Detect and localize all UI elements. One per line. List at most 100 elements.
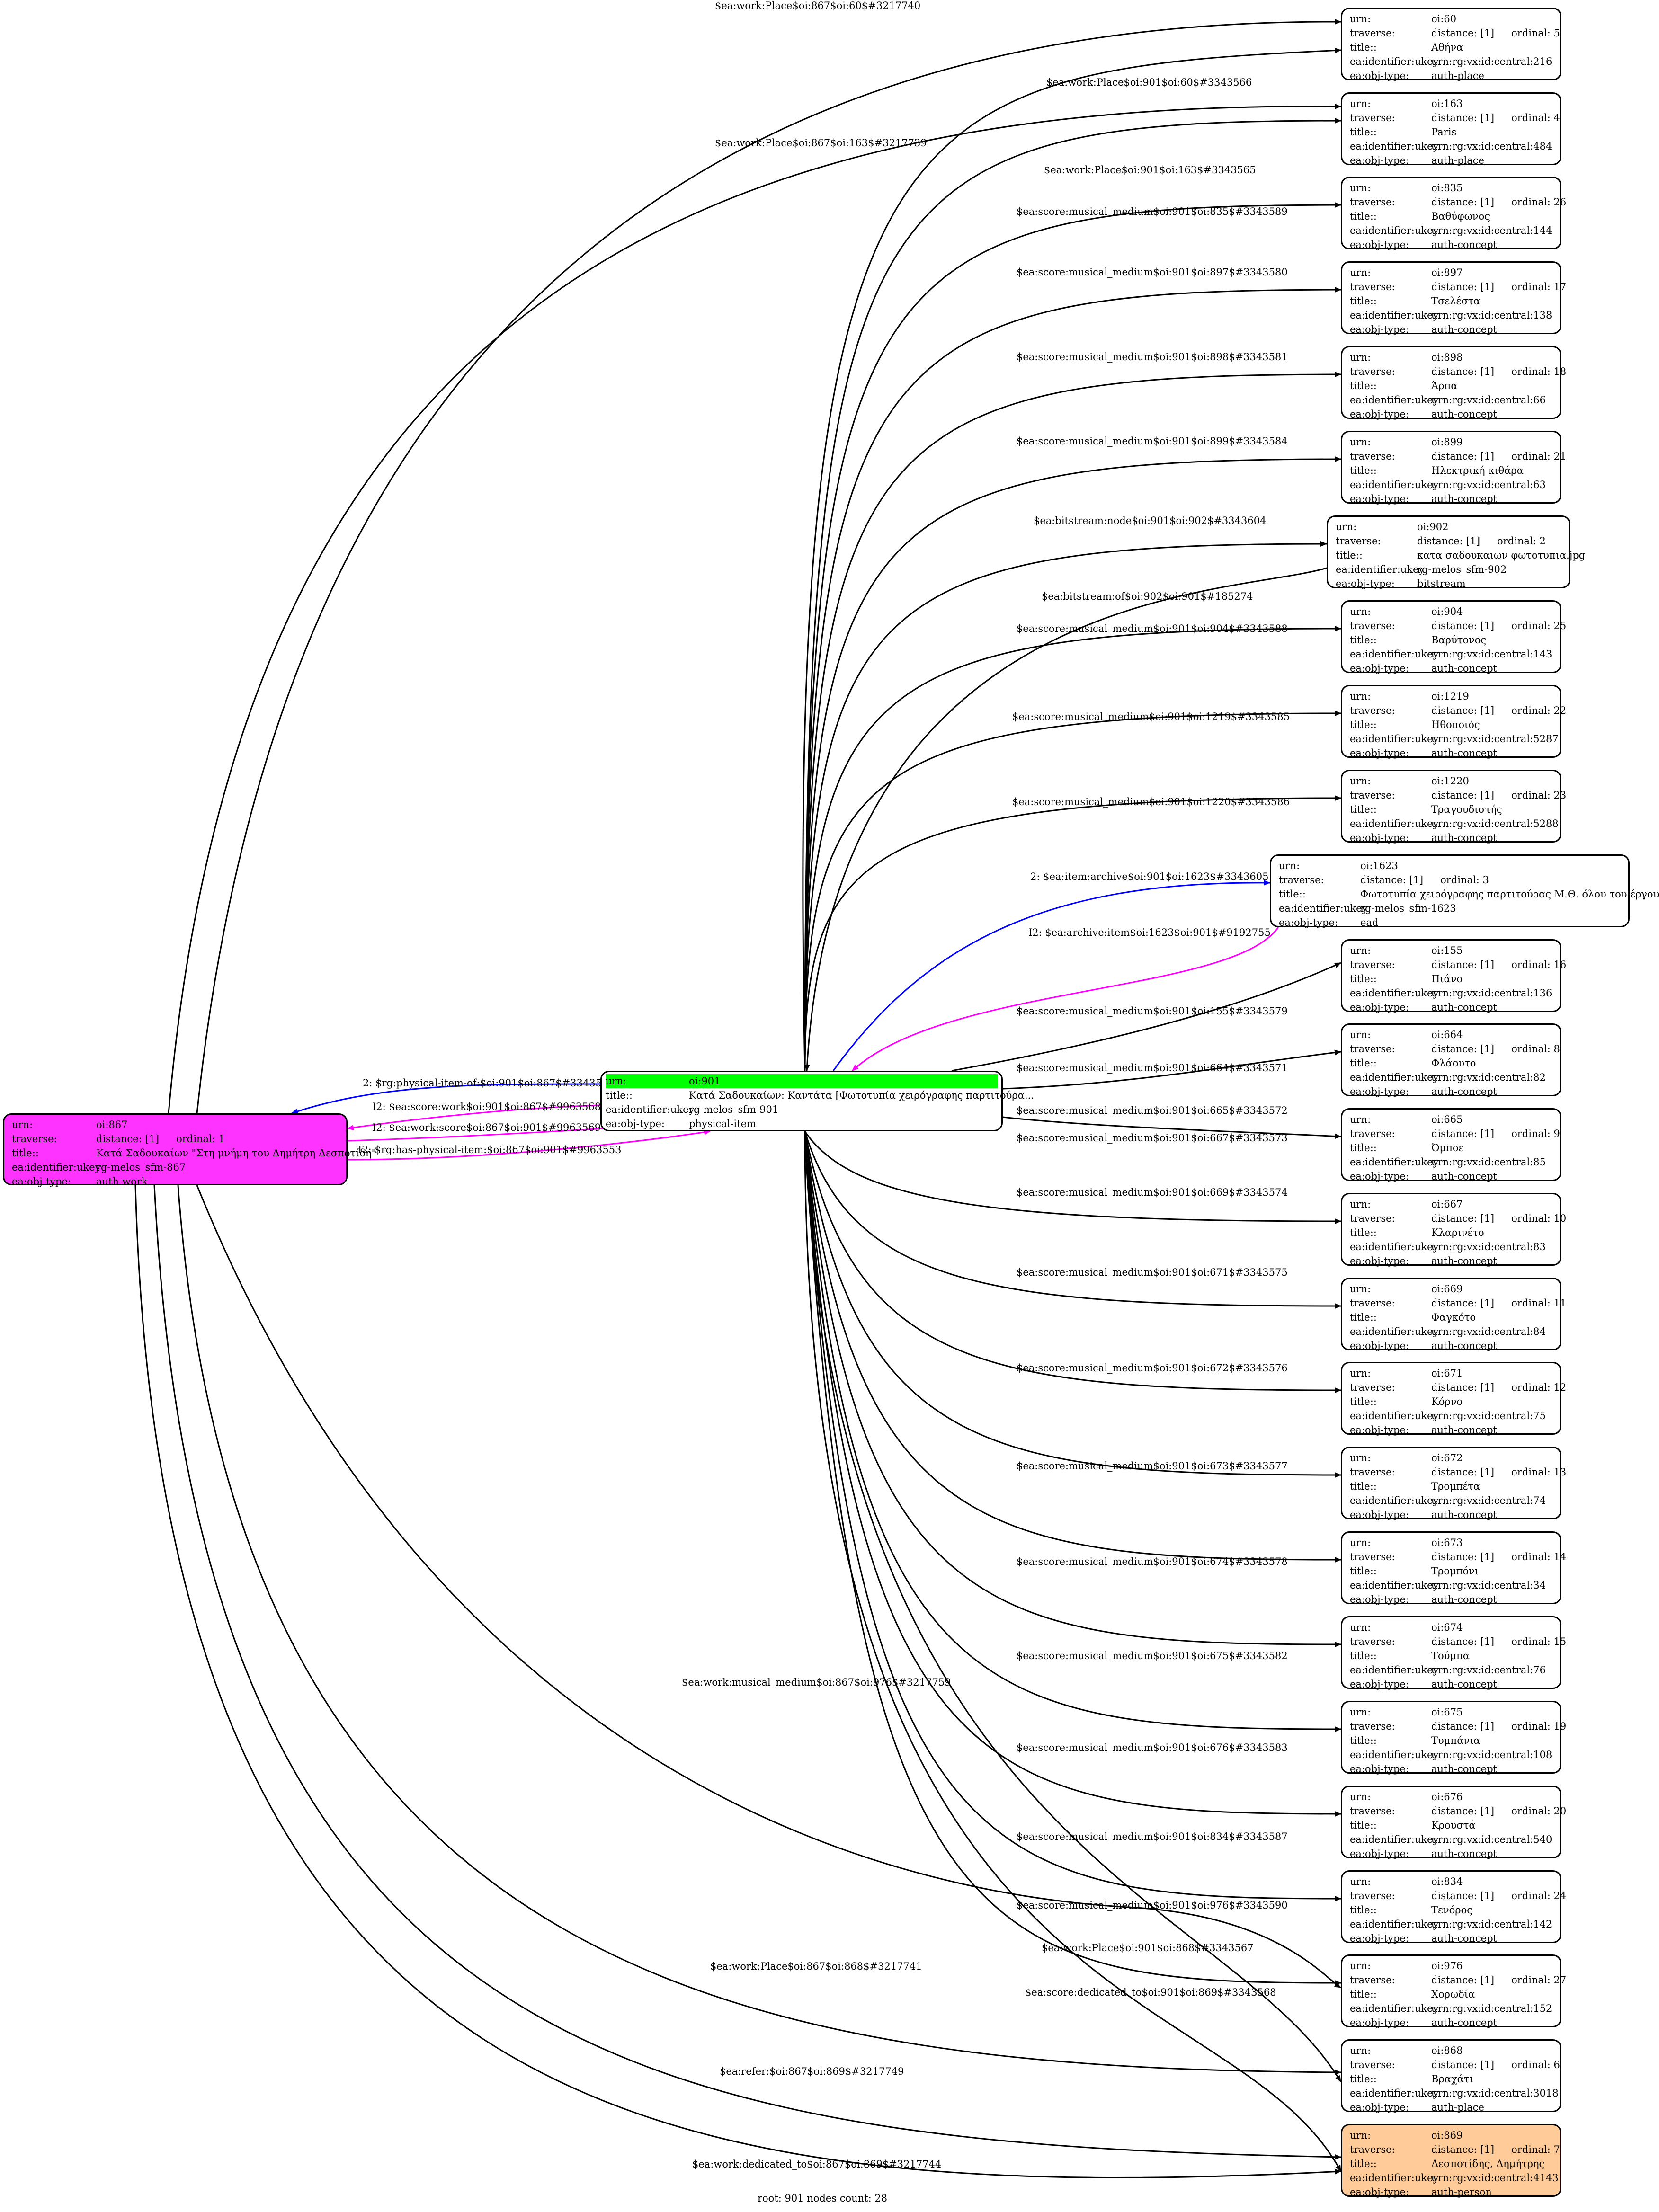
field-value: auth-concept	[1431, 832, 1498, 844]
field-label: ea:identifier:ukey	[1350, 479, 1439, 490]
field-label: title::	[1350, 2073, 1377, 2085]
main-node-oi-901[interactable]: urn:oi:901 title::Κατά Σαδουκαίων: Καντά…	[600, 1071, 1034, 1131]
field-label: ea:identifier:ukey	[1350, 1410, 1439, 1421]
field-label: urn:	[1350, 691, 1371, 702]
field-label: traverse:	[1350, 1382, 1395, 1393]
field-label: ea:identifier:ukey	[1336, 564, 1425, 575]
field-label: ea:identifier:ukey	[1350, 1834, 1439, 1845]
field-label: ea:identifier:ukey	[1350, 1156, 1439, 1168]
field-value: oi:867	[96, 1119, 128, 1130]
field-value: bitstream	[1417, 578, 1466, 589]
field-value: oi:835	[1431, 182, 1463, 194]
edge-main-to-6	[804, 541, 1327, 1071]
field-value: distance: [1]ordinal: 11	[1431, 1297, 1567, 1309]
field-value: distance: [1]ordinal: 16	[1431, 959, 1567, 970]
edge-label: $ea:score:musical_medium$oi:901$oi:667$#…	[1017, 1132, 1288, 1144]
field-value: Ηθοποιός	[1431, 719, 1480, 730]
edge-label: I2: $ea:work:score$oi:867$oi:901$#996356…	[372, 1122, 601, 1133]
edge-label: $ea:work:Place$oi:867$oi:163$#3217739	[715, 137, 927, 149]
field-label: ea:obj-type:	[1350, 663, 1409, 674]
field-label: title::	[1350, 1142, 1377, 1154]
edge-root-to-60	[196, 18, 1341, 1114]
field-label: title::	[1350, 973, 1377, 985]
field-label: ea:identifier:ukey	[12, 1162, 101, 1173]
field-value: urn:rg:vx:id:central:152	[1431, 2003, 1552, 2014]
field-value: urn:rg:vx:id:central:143	[1431, 648, 1552, 660]
field-value: auth-concept	[1431, 1594, 1498, 1605]
field-label: urn:	[1350, 1876, 1371, 1887]
edge-1623-to-main	[851, 927, 1279, 1072]
field-value: Φωτοτυπία χειρόγραφης παρτιτούρας Μ.Θ. ό…	[1360, 888, 1659, 900]
field-value: oi:976	[1431, 1960, 1463, 1972]
field-label: traverse:	[1350, 1721, 1395, 1732]
field-label: urn:	[1350, 1706, 1371, 1718]
field-label: traverse:	[12, 1133, 57, 1145]
root-node-oi-867[interactable]: urn:oi:867 traverse:distance: [1]ordinal…	[3, 1113, 376, 1187]
field-label: ea:obj-type:	[1350, 409, 1409, 420]
field-value: oi:1219	[1431, 691, 1469, 702]
field-value: Τενόρος	[1431, 1904, 1473, 1916]
field-label: title::	[1350, 2158, 1377, 2169]
field-label: ea:identifier:ukey	[1350, 648, 1439, 660]
edge-main-to-1623	[832, 879, 1270, 1071]
field-value: urn:rg:vx:id:central:76	[1431, 1664, 1546, 1676]
field-label: title::	[1350, 1989, 1377, 2000]
field-value: urn:rg:vx:id:central:5288	[1431, 818, 1559, 829]
field-value: oi:673	[1431, 1537, 1463, 1548]
field-value: auth-place	[1431, 155, 1484, 166]
field-label: title::	[1350, 465, 1377, 476]
field-label: title::	[1350, 42, 1377, 53]
edge-label: $ea:score:musical_medium$oi:901$oi:835$#…	[1017, 206, 1288, 217]
field-label: urn:	[1350, 1791, 1371, 1803]
field-label: ea:obj-type:	[1350, 1002, 1409, 1013]
field-label: title::	[12, 1147, 39, 1159]
field-label: ea:obj-type:	[1350, 155, 1409, 166]
field-value: Κόρνο	[1431, 1396, 1463, 1407]
field-value: distance: [1]ordinal: 7	[1431, 2144, 1560, 2155]
field-label: urn:	[1350, 2045, 1371, 2056]
field-value: Φλάουτο	[1431, 1057, 1476, 1069]
field-label: ea:obj-type:	[1350, 1086, 1409, 1097]
field-value: oi:667	[1431, 1199, 1463, 1210]
field-label: title::	[1350, 295, 1377, 307]
field-label: ea:identifier:ukey	[1350, 1664, 1439, 1676]
field-value: distance: [1]ordinal: 1	[96, 1133, 225, 1145]
field-value: distance: [1]ordinal: 12	[1431, 1382, 1567, 1393]
edge-label: $ea:score:musical_medium$oi:901$oi:897$#…	[1017, 267, 1288, 278]
field-value: oi:898	[1431, 352, 1463, 363]
edge-root-to-163	[168, 103, 1341, 1114]
field-label: ea:identifier:ukey	[1350, 818, 1439, 829]
field-label: ea:obj-type:	[1350, 1171, 1409, 1182]
field-label: traverse:	[1350, 959, 1395, 970]
field-label: urn:	[1350, 1960, 1371, 1972]
field-value: distance: [1]ordinal: 26	[1431, 196, 1567, 208]
field-label: traverse:	[1336, 535, 1381, 547]
edge-main-to-2	[804, 202, 1341, 1071]
